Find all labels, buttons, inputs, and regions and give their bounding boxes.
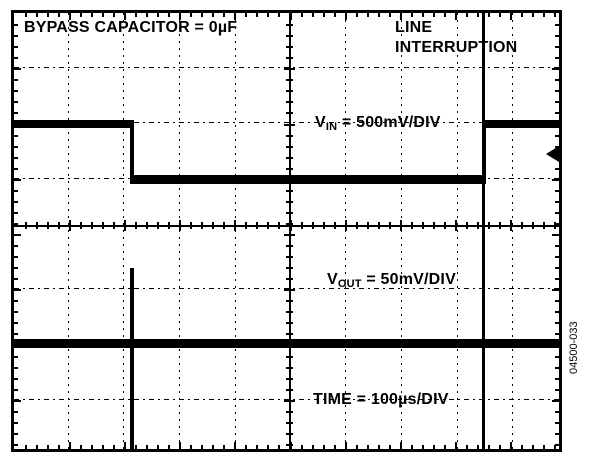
vout-trace-baseline: [14, 339, 559, 348]
vin-symbol: V: [315, 114, 326, 131]
line-interruption-line1: LINE: [395, 19, 433, 36]
right-edge-ticks: [552, 13, 559, 449]
vin-trace-high-right: [482, 120, 559, 128]
vin-trace-high-left: [14, 120, 132, 128]
vertical-gridline: [345, 13, 346, 449]
vertical-gridline: [68, 13, 69, 449]
horizontal-gridline: [14, 288, 559, 289]
horizontal-center-axis: [14, 225, 559, 227]
ground-reference-arrow-icon: [546, 146, 559, 162]
vin-subscript: IN: [325, 121, 338, 133]
vout-trace-spike-first: [130, 268, 134, 449]
horizontal-gridline: [14, 399, 559, 400]
horizontal-gridline: [14, 67, 559, 68]
center-axis-horizontal-ticks: [14, 220, 559, 231]
vertical-center-axis: [289, 13, 291, 449]
vertical-gridline: [401, 13, 402, 449]
bypass-capacitor-label: BYPASS CAPACITOR = 0µF: [24, 19, 238, 36]
line-interruption-label: LINE INTERRUPTION: [395, 18, 517, 58]
left-edge-ticks: [14, 13, 21, 449]
vertical-gridline: [457, 13, 458, 449]
vin-trace-low: [130, 175, 484, 184]
vout-subscript: OUT: [337, 278, 362, 290]
vertical-gridline: [123, 13, 124, 449]
vertical-gridline: [179, 13, 180, 449]
vertical-gridline: [512, 13, 513, 449]
vout-symbol: V: [327, 271, 338, 288]
scope-plot-area: [14, 13, 559, 449]
vertical-gridline: [235, 13, 236, 449]
vin-value: = 500mV/DIV: [337, 114, 441, 131]
vin-scale-label: VIN = 500mV/DIV: [315, 113, 441, 133]
time-scale-label: TIME = 100µs/DIV: [313, 391, 449, 408]
scope-graticule-frame: [11, 10, 562, 452]
vout-trace-spike-second: [482, 13, 485, 449]
vout-scale-label: VOUT = 50mV/DIV: [327, 270, 456, 290]
figure-id-label: 04500-033: [568, 321, 580, 374]
center-axis-vertical-ticks: [284, 13, 295, 449]
line-interruption-line2: INTERRUPTION: [395, 39, 518, 56]
vout-value: = 50mV/DIV: [361, 271, 456, 288]
vin-trace-falling-edge: [130, 120, 134, 183]
horizontal-gridline: [14, 122, 559, 123]
